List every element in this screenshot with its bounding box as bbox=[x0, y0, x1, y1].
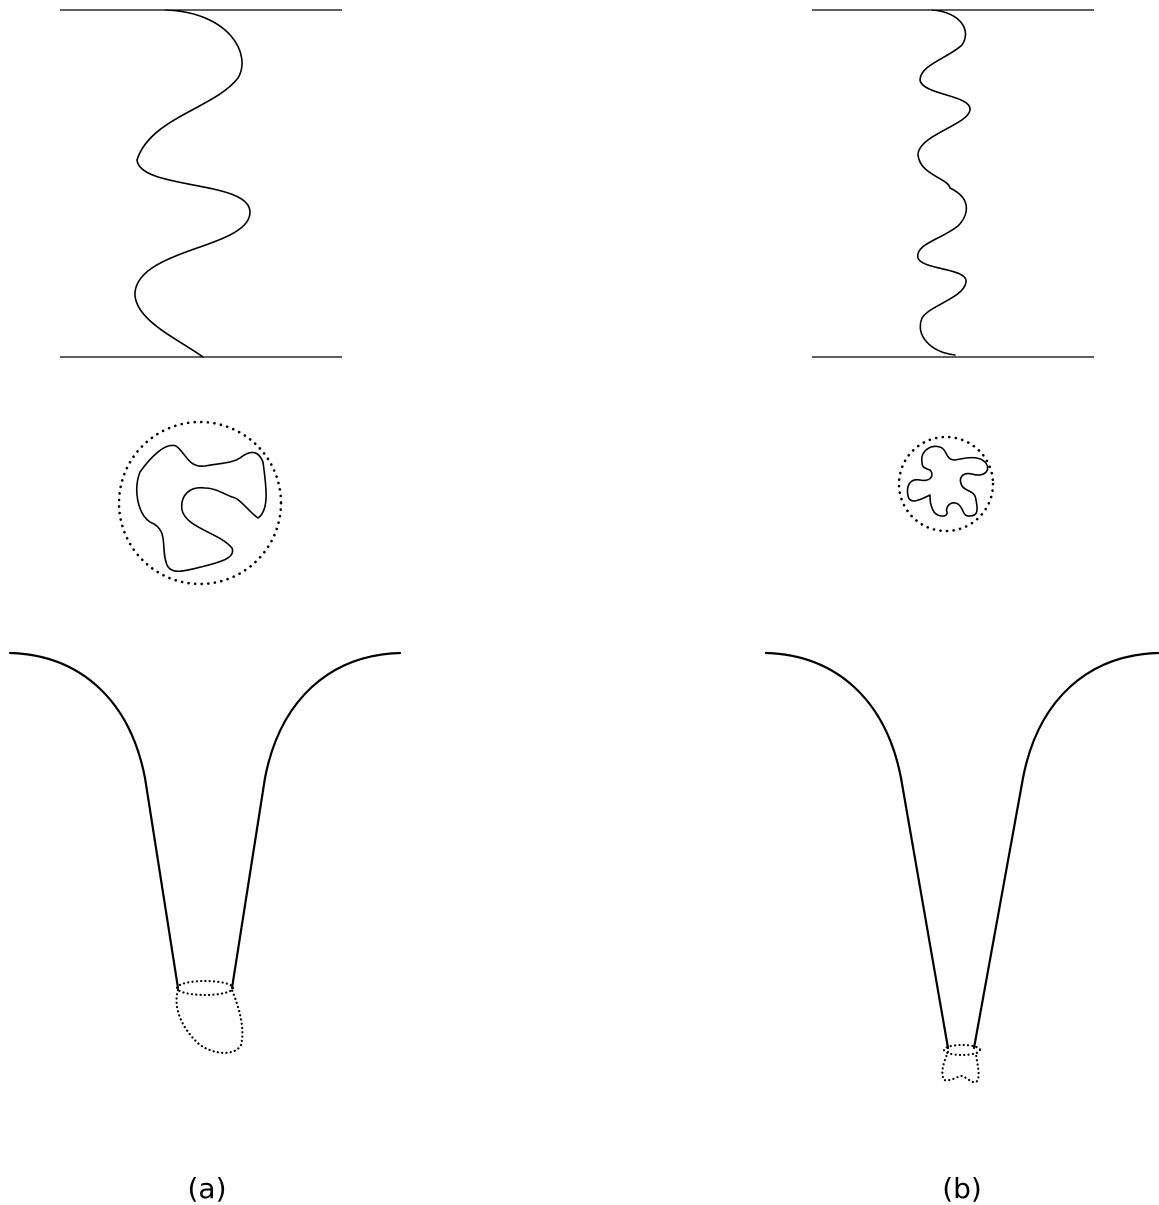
panel-b: (b) bbox=[766, 10, 1158, 1205]
panel-b-funnel-left-wall bbox=[766, 653, 948, 1048]
panel-a-coil bbox=[119, 422, 281, 584]
panel-b-slab bbox=[812, 10, 1094, 357]
panel-a-pore-entrance bbox=[177, 981, 233, 995]
panel-b-coiled-chain bbox=[908, 446, 988, 516]
panel-b-wavy-chain bbox=[918, 10, 970, 355]
panel-a-wavy-chain bbox=[135, 10, 250, 357]
panel-b-coil bbox=[899, 437, 993, 531]
panel-a: (a) bbox=[10, 10, 400, 1205]
panel-a-coiled-chain bbox=[137, 445, 266, 571]
panel-b-confining-circle bbox=[899, 437, 993, 531]
panel-a-caption: (a) bbox=[187, 1172, 226, 1205]
panel-b-funnel-right-wall bbox=[974, 653, 1158, 1048]
panel-a-funnel-left-wall bbox=[10, 653, 178, 988]
panel-b-caption: (b) bbox=[942, 1172, 982, 1205]
panel-a-funnel-right-wall bbox=[232, 653, 400, 988]
panel-b-funnel bbox=[766, 653, 1158, 1082]
panel-b-trapped-blob bbox=[942, 1052, 978, 1082]
panel-a-slab bbox=[60, 10, 342, 357]
panel-a-trapped-blob bbox=[177, 990, 243, 1053]
panel-a-funnel bbox=[10, 653, 400, 1053]
panel-a-confining-circle bbox=[119, 422, 281, 584]
